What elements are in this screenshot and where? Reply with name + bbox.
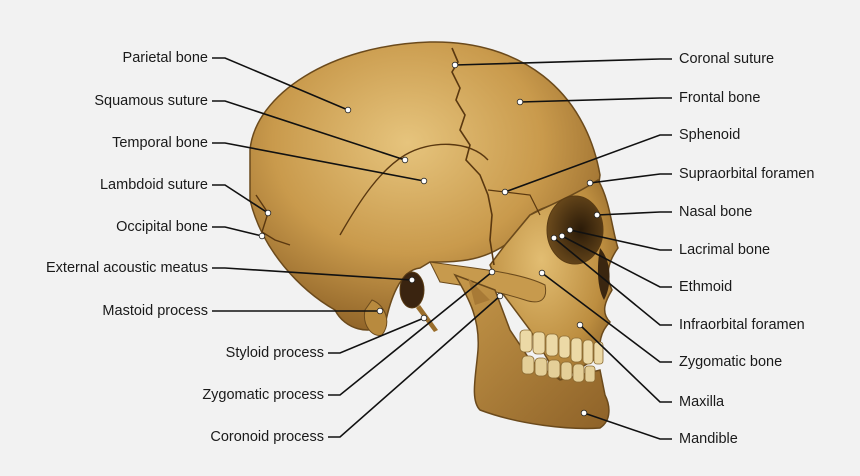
- label-infraorbital-foramen: Infraorbital foramen: [679, 317, 805, 333]
- label-parietal-bone: Parietal bone: [122, 50, 208, 66]
- label-lacrimal-bone: Lacrimal bone: [679, 242, 771, 258]
- label-external-acoustic-meatus: External acoustic meatus: [46, 260, 208, 276]
- leader-lines-left: [212, 57, 501, 438]
- upper-teeth: [519, 329, 604, 365]
- label-supraorbital-foramen: Supraorbital foramen: [679, 166, 815, 182]
- label-zygomatic-bone: Zygomatic bone: [679, 354, 783, 370]
- label-coronoid-process: Coronoid process: [210, 429, 324, 445]
- pointer-dots: [258, 61, 601, 417]
- squamous-suture-line: [339, 143, 489, 236]
- lambdoid-suture-line: [255, 194, 291, 246]
- label-squamous-suture: Squamous suture: [94, 93, 208, 109]
- orbit-shape: [546, 195, 604, 265]
- label-mandible: Mandible: [679, 431, 738, 447]
- lower-teeth: [521, 355, 596, 383]
- label-sphenoid: Sphenoid: [679, 127, 741, 143]
- coronal-suture-line: [451, 47, 495, 266]
- label-mastoid-process: Mastoid process: [102, 303, 208, 319]
- ear-canal-shape: [399, 271, 425, 309]
- leader-lines-right: [454, 58, 672, 440]
- mandible-shape: [453, 273, 610, 430]
- label-nasal-bone: Nasal bone: [679, 204, 753, 220]
- label-temporal-bone: Temporal bone: [112, 135, 208, 151]
- nasal-cavity-shape: [597, 248, 610, 300]
- label-maxilla: Maxilla: [679, 394, 725, 410]
- label-lambdoid-suture: Lambdoid suture: [99, 177, 208, 193]
- label-ethmoid: Ethmoid: [679, 279, 733, 295]
- label-styloid-process: Styloid process: [225, 345, 324, 361]
- label-occipital-bone: Occipital bone: [116, 219, 208, 235]
- label-coronal-suture: Coronal suture: [679, 51, 775, 67]
- label-frontal-bone: Frontal bone: [679, 90, 761, 106]
- label-zygomatic-process: Zygomatic process: [202, 387, 324, 403]
- mandibular-notch-shape: [468, 278, 490, 305]
